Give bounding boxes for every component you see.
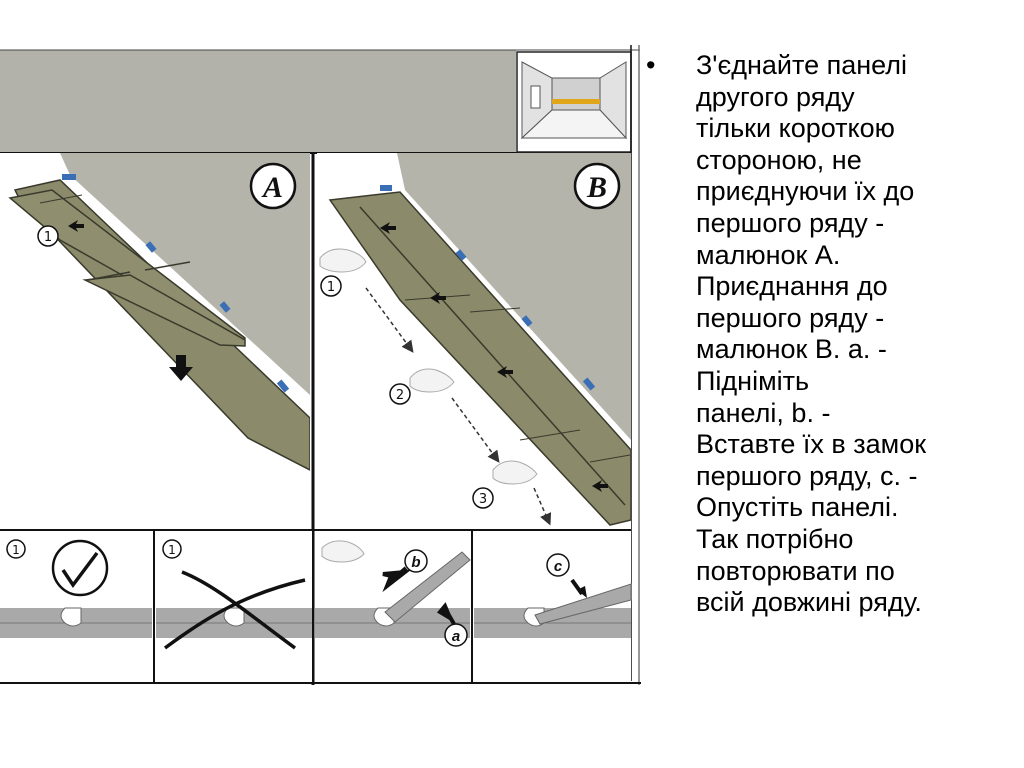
caption-line: першого ряду - [696,302,885,333]
step-marker-1: 1 [44,230,52,245]
panel-b: 1 2 3 B [317,153,631,530]
caption-line: малюнок В. а. - [696,334,887,365]
panel-label-a: A [261,171,283,204]
hand-icon [492,460,538,485]
caption-line: Опустіть панелі. [696,492,899,523]
detail-correct: 1 [0,531,152,682]
room-icon [516,51,632,153]
flooring-instruction-illustration: A 1 [0,45,641,685]
bullet: • [646,50,656,80]
caption-line: приєднуючи їх до [696,176,915,207]
hand-icon [409,368,455,393]
caption-line: другого ряду [696,81,855,112]
spacer [62,174,76,180]
spacer [521,315,533,327]
caption-line: всій довжині ряду. [696,587,922,618]
caption-line: Підніміть [696,365,810,396]
detail-marker-b: b [411,554,420,571]
caption-line: Вставте їх в замок [696,429,927,460]
caption-line: повторювати по [696,555,895,586]
step-marker-2: 2 [396,388,404,403]
first-row-boards [328,191,631,526]
detail-marker-a: a [452,628,460,645]
detail-incorrect: 1 [156,531,312,682]
cross-icon [181,570,297,650]
detail-lower: c [474,531,632,682]
spacer [276,379,290,393]
header-band [0,50,516,153]
caption-line: тільки короткою [696,113,895,144]
detail-lift-insert: b a [315,531,471,682]
spacer [145,241,157,253]
spacer [455,249,467,261]
svg-text:1: 1 [12,543,20,557]
hand-icon [321,540,365,563]
caption-line: панелі, b. - [696,397,831,428]
caption-line: стороною, не [696,144,862,175]
detail-marker-c: c [554,558,563,575]
svg-text:1: 1 [168,543,176,557]
spacer [582,377,596,391]
caption-line: Приєднання до [696,271,888,302]
caption-line: малюнок А. [696,239,841,270]
arrow-icon [382,566,412,593]
panel-a: A 1 [0,153,310,530]
caption-line: З'єднайте панелі [696,50,908,80]
caption-line: Так потрібно [696,523,854,554]
hand-icon [319,248,367,273]
down-arrow-icon [169,355,193,381]
caption-line: першого ряду, с. - [696,460,918,491]
panel-label-b: B [586,171,607,204]
arrow-icon [436,602,456,625]
step-marker-3: 3 [479,492,487,507]
spacer [219,301,231,313]
step-marker-1: 1 [327,280,335,295]
checkmark-icon [51,539,109,597]
spacer [380,185,392,191]
caption-line: першого ряду - [696,207,885,238]
